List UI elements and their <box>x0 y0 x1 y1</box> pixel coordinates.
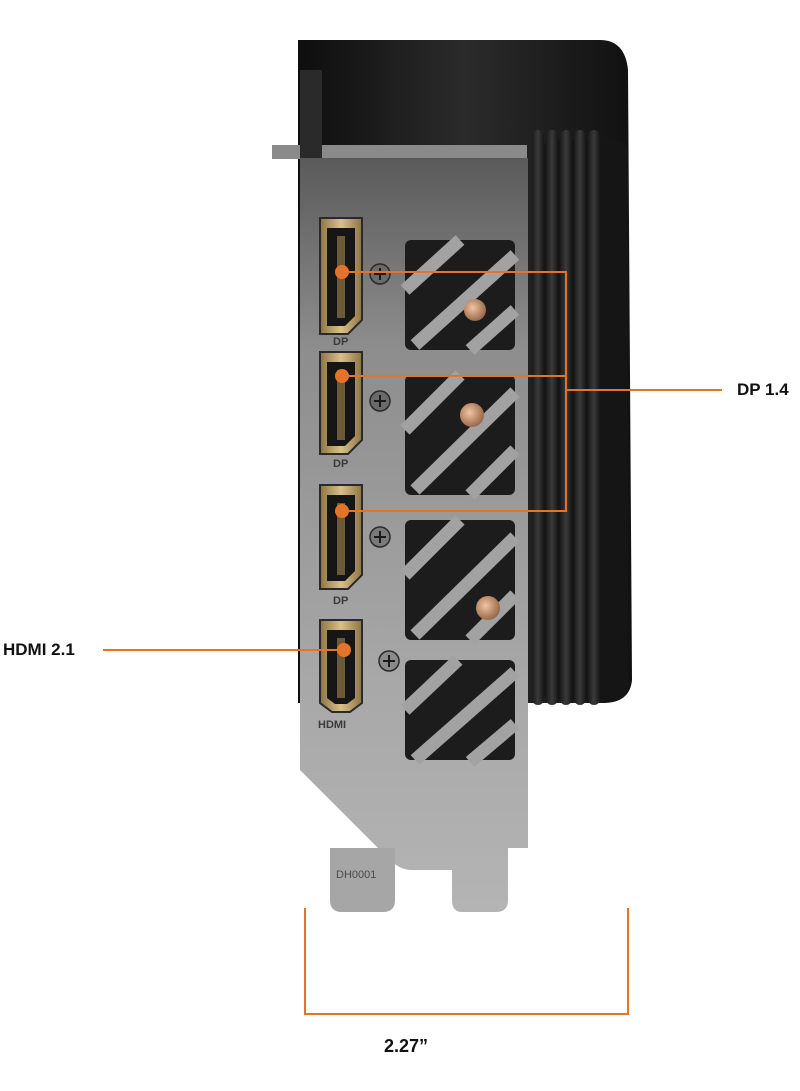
width-dimension-line <box>304 908 629 1015</box>
screw-icon <box>378 650 400 672</box>
hdmi-port <box>319 619 363 713</box>
displayport-2 <box>319 351 363 455</box>
hdmi-callout-label: HDMI 2.1 <box>3 640 75 659</box>
bracket-top-clip <box>272 70 527 160</box>
dp-callout-label: DP 1.4 <box>737 380 789 399</box>
port-marking-dp-3: DP <box>333 595 348 607</box>
screw-icon <box>369 526 391 548</box>
screw-icon <box>369 263 391 285</box>
port-marking-hdmi: HDMI <box>318 719 346 731</box>
dp-callout-line <box>342 271 722 512</box>
port-marking-dp-1: DP <box>333 336 348 348</box>
callout-dots <box>335 265 351 657</box>
bracket-part-number: DH0001 <box>336 869 376 881</box>
heatsink-fins <box>532 130 600 705</box>
bracket-width-label: 2.27” <box>384 1036 429 1056</box>
port-markings: DP DP DP HDMI DH0001 <box>318 336 376 881</box>
copper-heatpipes <box>460 299 500 620</box>
displayport-3 <box>319 484 363 590</box>
bracket-screws <box>369 263 400 672</box>
screw-icon <box>369 390 391 412</box>
bracket-tab <box>330 848 395 912</box>
port-marking-dp-2: DP <box>333 458 348 470</box>
callout-lines <box>103 271 722 1015</box>
